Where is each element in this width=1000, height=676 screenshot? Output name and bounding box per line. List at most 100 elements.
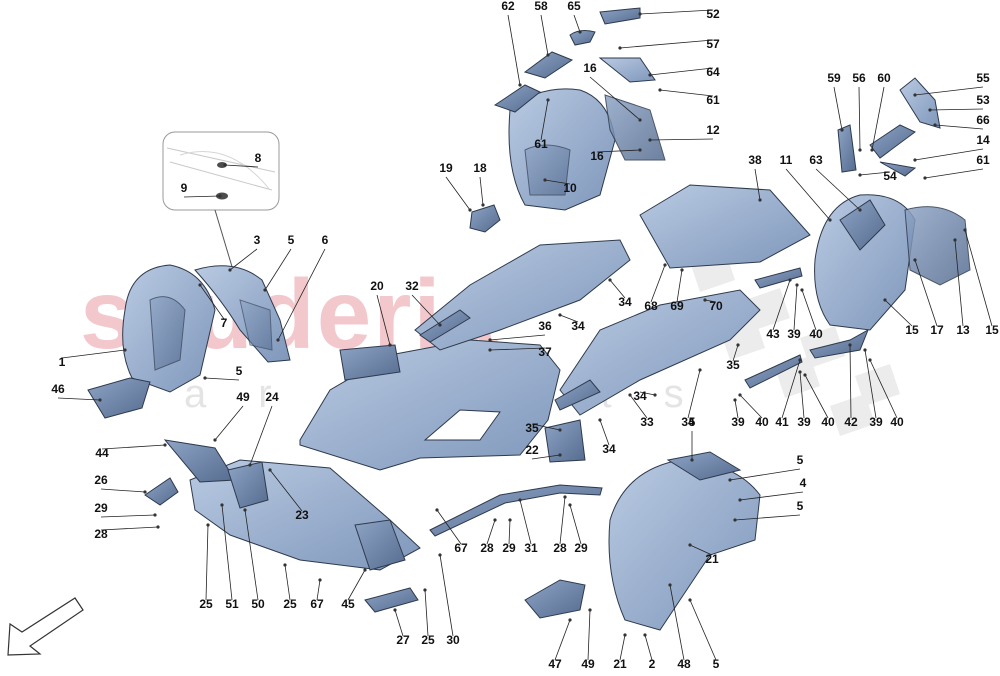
callout-number: 29 [574, 541, 588, 555]
callout-number: 20 [370, 279, 384, 293]
callout-number: 15 [985, 323, 999, 337]
leader-line [489, 347, 546, 351]
leader-endpoint [558, 453, 562, 457]
leader-endpoint [563, 495, 567, 499]
leader-endpoint [858, 148, 862, 152]
callout-number: 70 [709, 299, 723, 313]
leader-line [489, 334, 546, 341]
leader-endpoint [688, 598, 692, 602]
leader-endpoint [223, 163, 227, 167]
leader-endpoint [913, 258, 917, 262]
leader-line [669, 584, 685, 661]
leader-line [650, 264, 666, 303]
callout-number: 56 [852, 71, 866, 85]
callout-number: 28 [94, 527, 108, 541]
callout-number: 69 [670, 299, 684, 313]
leader-endpoint [468, 208, 472, 212]
leader-endpoint [643, 633, 647, 637]
callout-number: 19 [439, 161, 453, 175]
leader-line [554, 619, 571, 661]
callout-number: 22 [525, 443, 539, 457]
leader-line [540, 99, 549, 141]
callout-number: 24 [265, 390, 279, 404]
callout-number: 9 [181, 181, 188, 195]
callout-number: 5 [689, 415, 696, 429]
leader-line [507, 14, 521, 86]
leader-line [864, 349, 877, 419]
callout-number: 67 [310, 597, 324, 611]
leader-endpoint [438, 323, 442, 327]
callout-number: 21 [613, 657, 627, 671]
leader-endpoint [518, 83, 522, 87]
leader-line [734, 399, 739, 419]
callout-number: 49 [236, 390, 250, 404]
leader-endpoint [198, 283, 202, 287]
leader-endpoint [738, 393, 742, 397]
rear-ducts [837, 77, 941, 177]
leader-line [445, 176, 471, 211]
leader-endpoint [800, 288, 804, 292]
sill-strip-31 [429, 484, 603, 537]
leader-endpoint [733, 398, 737, 402]
leader-line [316, 579, 321, 601]
leader-line [544, 179, 571, 185]
leader-endpoint [213, 438, 217, 442]
leader-line [629, 394, 648, 419]
leader-endpoint [546, 98, 550, 102]
callout-number: 40 [755, 415, 769, 429]
leader-endpoint [680, 268, 684, 272]
leader-line [929, 108, 984, 111]
callout-number: 65 [567, 0, 581, 13]
leader-line [639, 391, 656, 396]
leader-line [815, 168, 861, 211]
leader-endpoint [933, 123, 937, 127]
leader-endpoint [283, 563, 287, 567]
leader-endpoint [638, 148, 642, 152]
leader-line [61, 349, 126, 359]
leader-line [587, 609, 591, 661]
callout-number: 3 [254, 233, 261, 247]
leader-endpoint [788, 278, 792, 282]
leader-line [884, 299, 913, 327]
leader-endpoint [263, 288, 267, 292]
leader-endpoint [206, 523, 210, 527]
leader-endpoint [243, 508, 247, 512]
part-27 [364, 587, 419, 613]
rear-wheel-arch-right [814, 194, 971, 331]
callout-number: 34 [633, 389, 647, 403]
leader-endpoint [668, 583, 672, 587]
leader-endpoint [558, 428, 562, 432]
callout-number: 40 [809, 327, 823, 341]
leader-line [793, 284, 798, 331]
callout-number: 55 [976, 71, 990, 85]
leader-line [100, 526, 159, 531]
leader-line [596, 149, 641, 153]
rear-wheel-arch-left [524, 451, 761, 631]
leader-line [249, 405, 273, 466]
leader-endpoint [628, 393, 632, 397]
callout-number: 27 [396, 633, 410, 647]
leader-line [100, 488, 146, 493]
callout-number: 58 [534, 0, 548, 13]
callout-number: 40 [890, 415, 904, 429]
callout-number: 2 [649, 657, 656, 671]
leader-line [264, 248, 292, 291]
leader-line [644, 634, 653, 661]
rear-wheel-arch-top [493, 7, 666, 211]
callout-number: 5 [797, 499, 804, 513]
leader-endpoint [598, 418, 602, 422]
leader-line [619, 634, 626, 661]
leader-endpoint [153, 513, 157, 517]
leader-endpoint [220, 503, 224, 507]
callout-number: 16 [590, 149, 604, 163]
leader-endpoint [913, 93, 917, 97]
leader-line [689, 544, 713, 556]
checkered-flag-watermark [690, 250, 900, 436]
callout-number: 12 [706, 123, 720, 137]
leader-endpoint [963, 228, 967, 232]
callout-number: 39 [731, 415, 745, 429]
leader-line [531, 423, 561, 431]
leader-line [411, 294, 441, 326]
leader-endpoint [690, 458, 694, 462]
